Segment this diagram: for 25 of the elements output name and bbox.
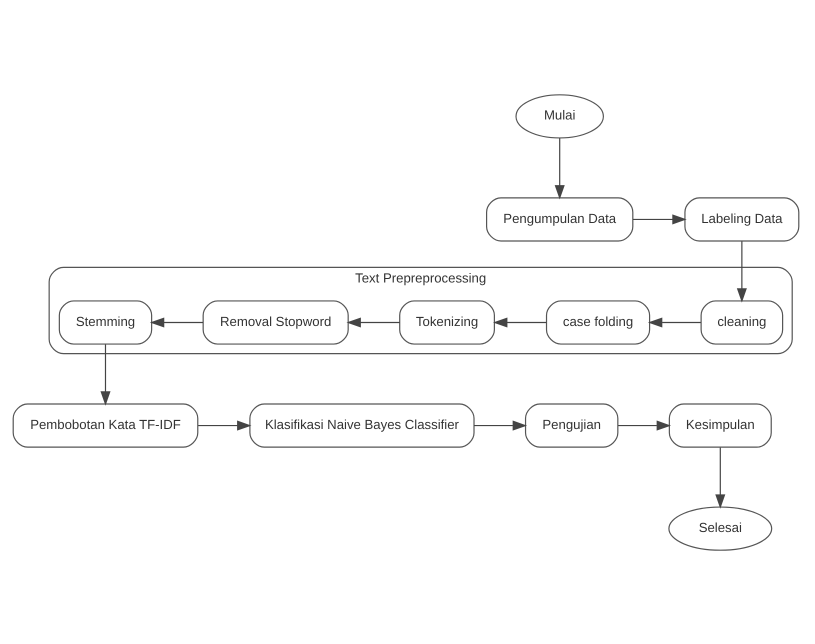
node-box: Klasifikasi Naive Bayes Classifier [249, 402, 475, 448]
node-box: case folding [546, 300, 650, 344]
node-box: Pengujian [524, 402, 618, 448]
arrow [633, 214, 687, 224]
arrow [554, 138, 565, 200]
node-box: Tokenizing [399, 300, 495, 344]
arrow [150, 316, 204, 328]
node-box: Pembobotan Kata TF-IDF [12, 402, 198, 448]
arrow [346, 316, 400, 328]
arrow [198, 420, 252, 430]
arrow [648, 316, 701, 328]
node-box: Removal Stopword [202, 300, 349, 344]
node-box: Pengumpulan Data [486, 196, 634, 242]
node-box: Labeling Data [684, 196, 800, 242]
arrow [736, 240, 747, 302]
node-box: Stemming [58, 300, 152, 344]
arrow [474, 420, 528, 430]
node-ellipse: Mulai [515, 94, 604, 138]
node-ellipse: Selesai [668, 506, 772, 550]
arrow [715, 447, 726, 508]
node-box: cleaning [700, 300, 784, 344]
node-box: Kesimpulan [668, 402, 772, 448]
arrow [618, 420, 672, 430]
arrow [493, 316, 546, 328]
arrow [100, 344, 111, 406]
